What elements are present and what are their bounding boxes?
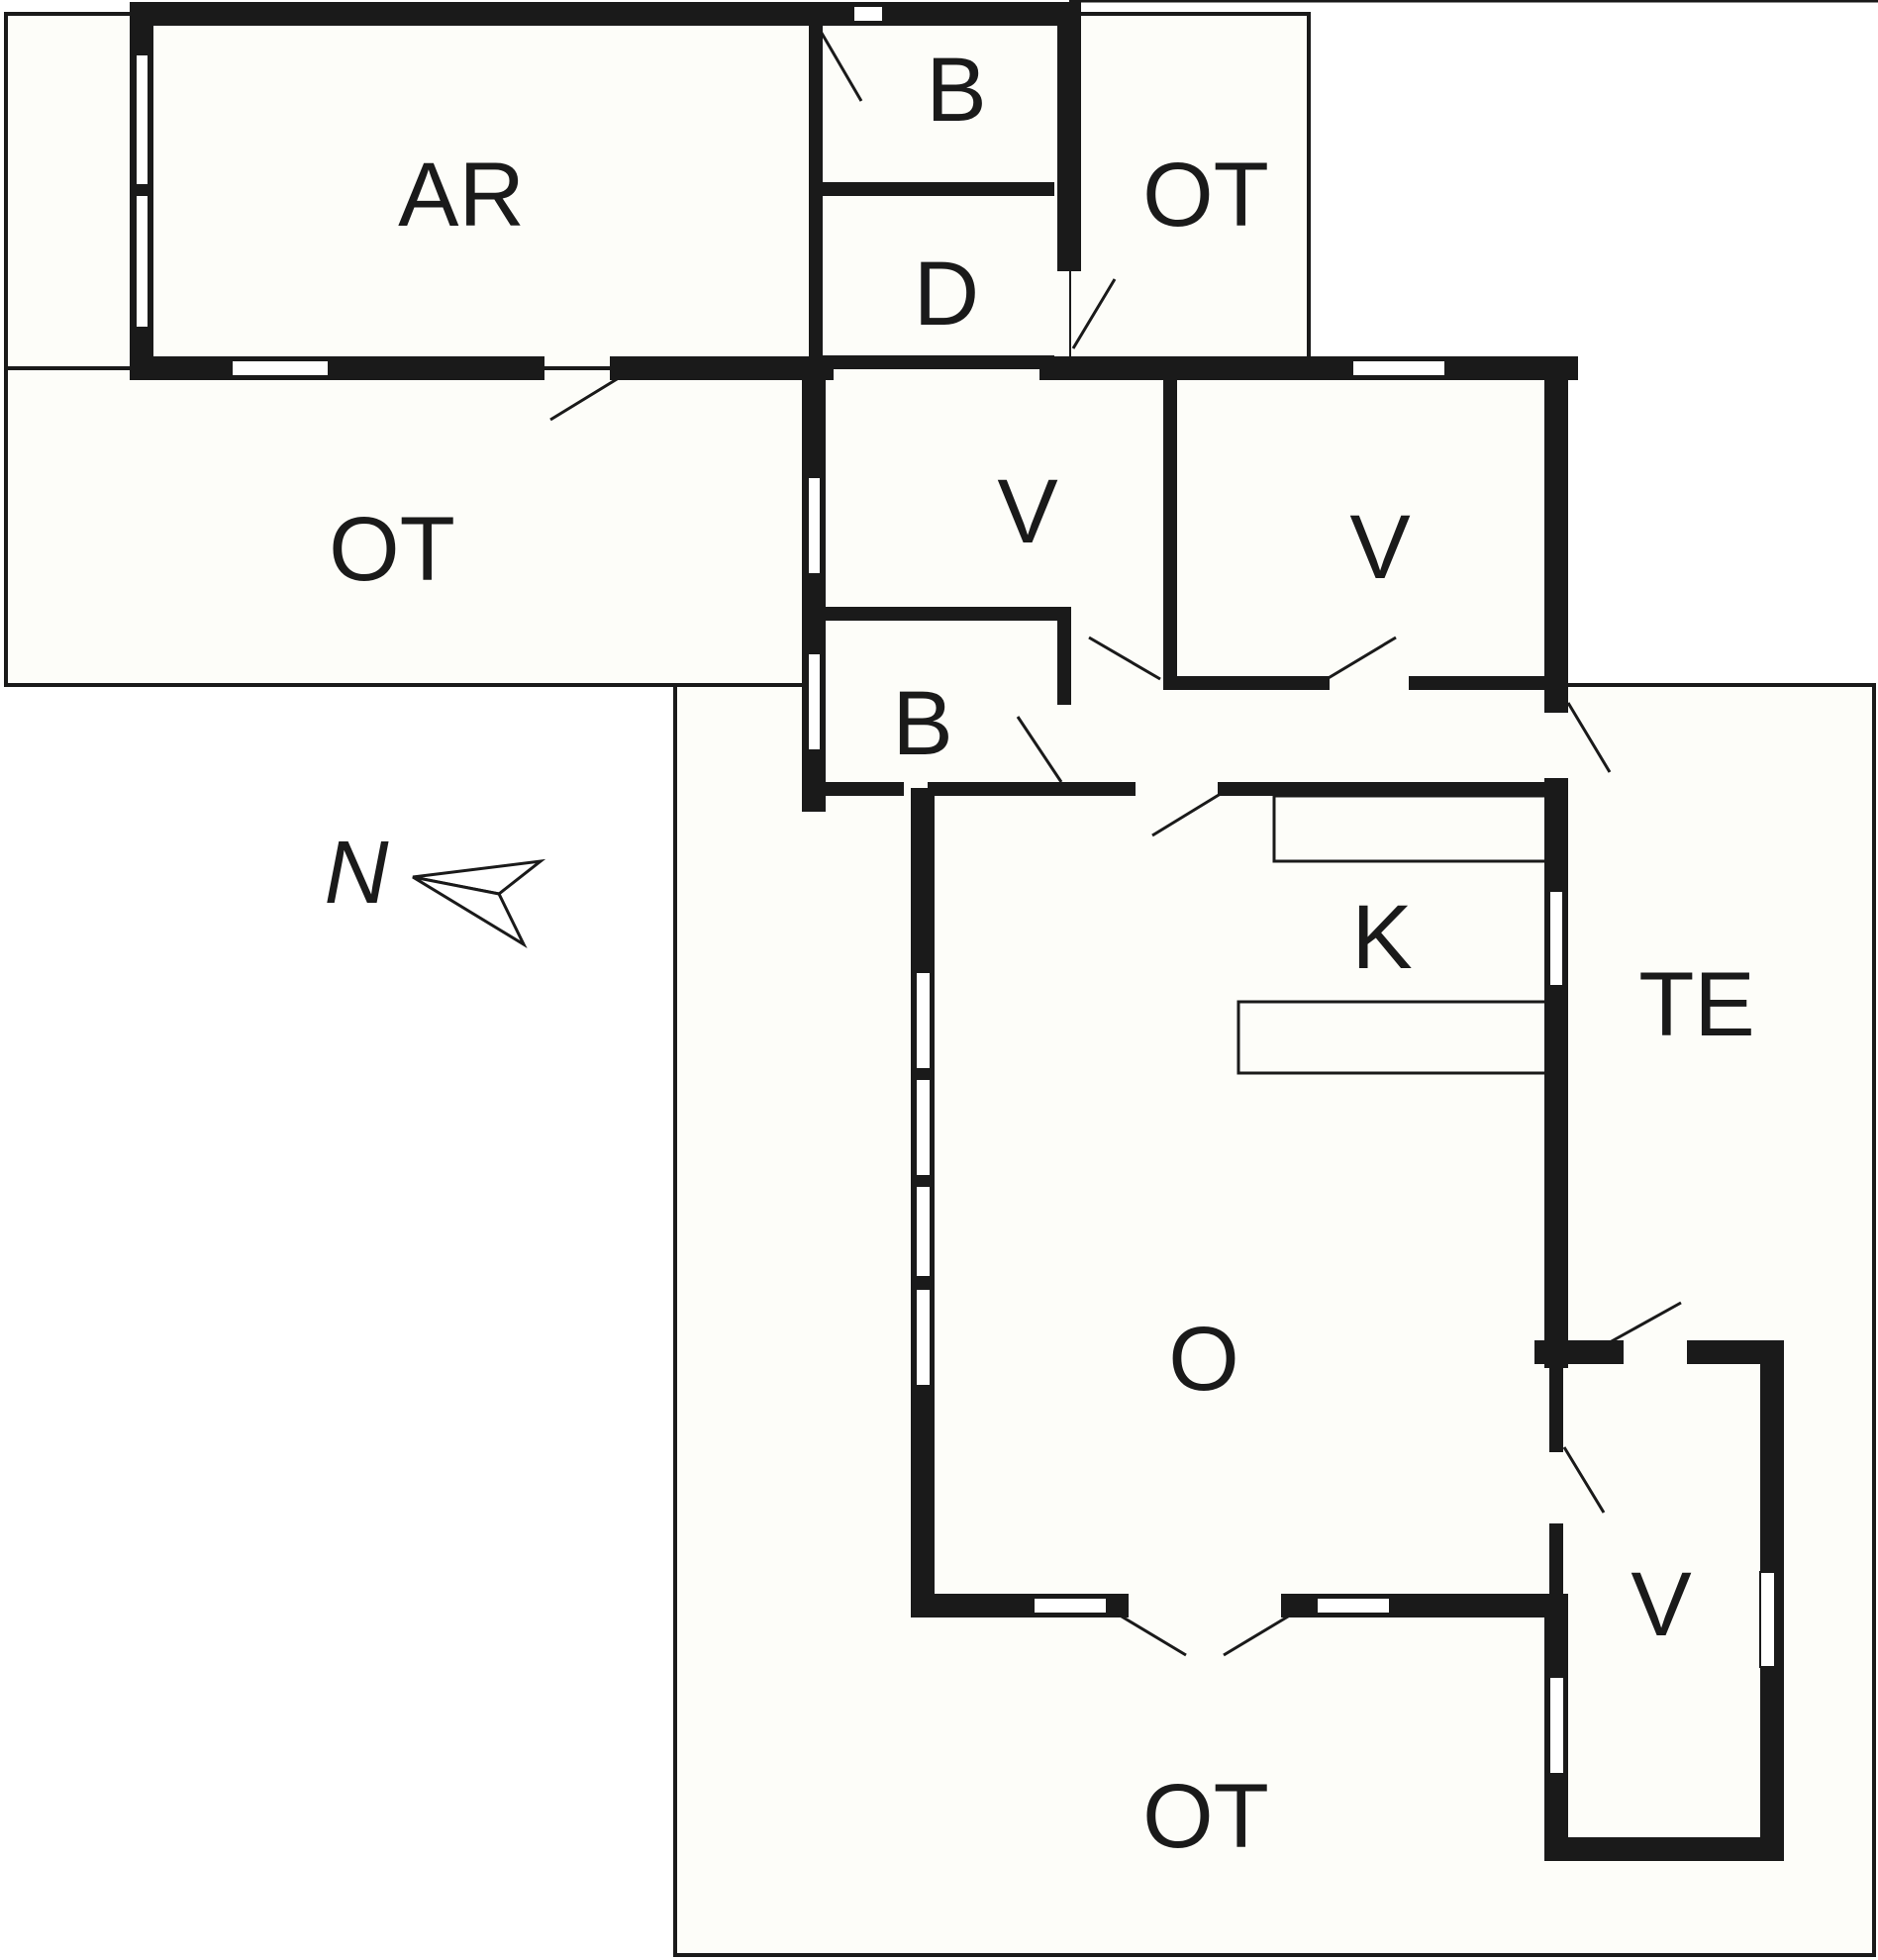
interior-v-south xyxy=(1552,1353,1770,1848)
window xyxy=(135,53,149,186)
window xyxy=(1548,890,1564,987)
windows xyxy=(135,5,1776,1775)
room-label-kitchen: K xyxy=(1351,887,1412,988)
outdoor-area-northwest-lower xyxy=(4,366,820,687)
door-swing xyxy=(1116,1612,1187,1657)
door-swing xyxy=(1151,790,1225,837)
door-swing xyxy=(1326,636,1397,681)
compass-arrow-icon xyxy=(412,875,528,948)
interior-ar xyxy=(139,14,812,366)
window xyxy=(135,194,149,329)
room-label-v-middle-left: V xyxy=(997,461,1057,562)
interior-living xyxy=(921,792,1564,1599)
window xyxy=(807,476,822,575)
interior-v-block xyxy=(812,366,1564,792)
door-swing xyxy=(1223,1612,1294,1657)
window xyxy=(231,359,330,377)
room-label-outdoor-northwest: OT xyxy=(329,499,455,600)
kitchen-counter-upper xyxy=(1272,794,1553,863)
window xyxy=(1351,359,1446,377)
door-swing xyxy=(1609,1301,1682,1344)
outdoor-area-northeast xyxy=(1067,12,1311,362)
room-label-living: O xyxy=(1168,1309,1239,1410)
door-swing xyxy=(1088,636,1161,681)
window xyxy=(915,971,932,1070)
room-label-bathroom-north: B xyxy=(926,40,986,141)
room-label-bathroom-middle: B xyxy=(892,673,952,774)
window xyxy=(915,1078,932,1177)
room-label-outdoor-south: OT xyxy=(1142,1766,1269,1867)
window xyxy=(1316,1597,1391,1615)
compass: N xyxy=(325,824,546,948)
kitchen-counters xyxy=(1236,794,1553,1075)
room-label-v-south: V xyxy=(1631,1554,1691,1655)
window xyxy=(852,5,884,23)
doors xyxy=(549,29,1682,1657)
door-swing xyxy=(549,374,623,422)
door-swing xyxy=(1071,278,1117,349)
compass-label: N xyxy=(325,824,390,923)
room-label-d: D xyxy=(914,244,979,344)
window xyxy=(807,652,822,751)
room-label-ar: AR xyxy=(398,145,525,245)
door-swing xyxy=(1566,702,1612,773)
room-label-terrace: TE xyxy=(1638,954,1755,1055)
door-swing xyxy=(1562,1446,1606,1514)
window xyxy=(1033,1597,1108,1615)
window xyxy=(1759,1571,1776,1668)
window xyxy=(915,1185,932,1278)
room-label-v-middle-right: V xyxy=(1349,497,1410,598)
window xyxy=(1548,1676,1565,1775)
door-swing xyxy=(1016,716,1063,783)
window xyxy=(915,1288,932,1387)
kitchen-counter-lower xyxy=(1236,1000,1553,1075)
room-label-outdoor-northeast: OT xyxy=(1142,145,1269,245)
room-labels: AR B D OT OT V V B K TE O V OT xyxy=(329,40,1755,1867)
door-swing xyxy=(818,29,863,102)
